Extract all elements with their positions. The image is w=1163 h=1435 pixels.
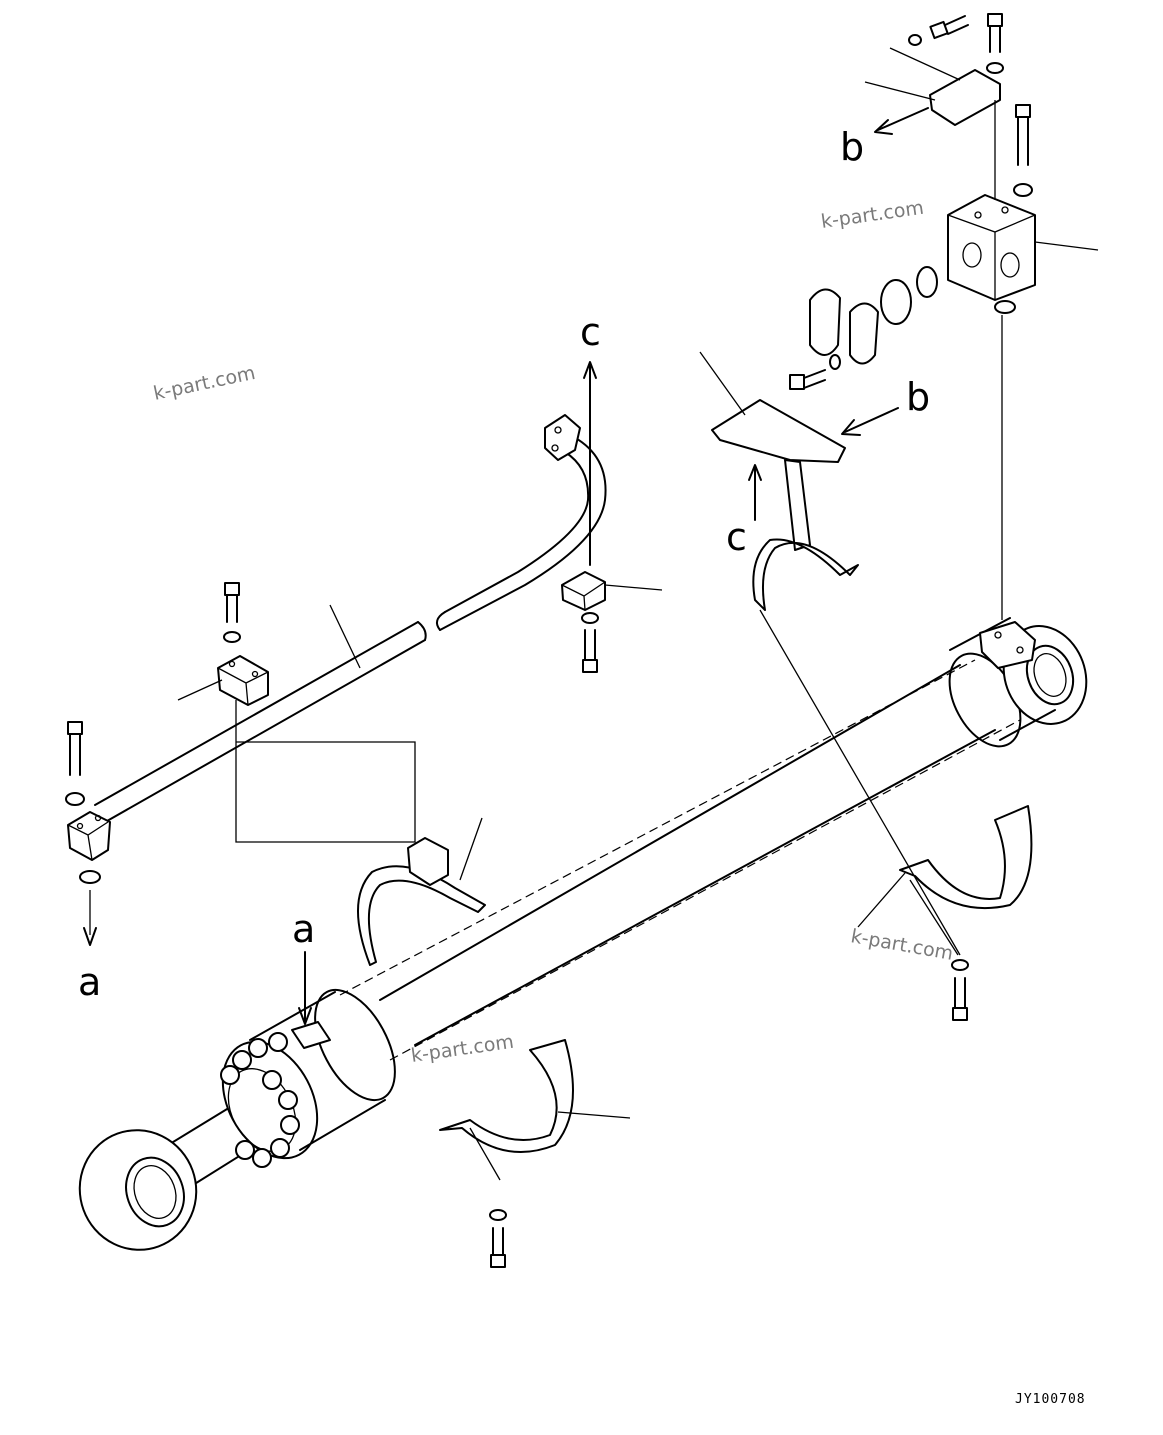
bolt-tube-left (65, 721, 101, 946)
arrow-c-top (583, 361, 597, 566)
label-b-mid: b (906, 375, 930, 419)
bolt-clamp-right (581, 612, 599, 673)
band-clamp-with-saddle (357, 817, 486, 966)
label-c-top: c (580, 310, 601, 354)
label-b-top: b (840, 125, 864, 169)
band-clamp-right (857, 805, 1033, 1021)
arrow-c-mid (748, 464, 762, 521)
split-flange (809, 266, 938, 365)
arrow-a-mid (298, 951, 312, 1025)
support-bracket (699, 351, 961, 956)
valve-block (947, 194, 1099, 620)
label-c-mid: c (726, 515, 747, 559)
label-a-mid: a (292, 907, 315, 951)
tube-clamp-left (177, 655, 269, 706)
flange-bolt (789, 354, 841, 390)
top-bracket (864, 69, 1001, 200)
arrow-b-mid (841, 407, 899, 436)
bolt-clamp-left (223, 582, 241, 643)
watermark-bottom: k-part.com (410, 1031, 516, 1067)
hydraulic-cylinder (78, 617, 1088, 1251)
tube-clamp-right (561, 571, 663, 611)
watermark-top: k-part.com (820, 197, 926, 233)
valve-block-bolt (1013, 104, 1033, 197)
top-bolt-right (986, 13, 1004, 74)
band-clamp-lower (439, 1039, 631, 1268)
arrow-b-top (874, 107, 929, 135)
gland-bolts (220, 1032, 300, 1168)
watermark-left: k-part.com (151, 362, 257, 405)
label-a-left: a (78, 960, 101, 1004)
top-bolt-left (889, 15, 969, 81)
watermark-right: k-part.com (849, 925, 955, 965)
hydraulic-tube (67, 414, 607, 861)
drawing-code: JY100708 (1015, 1392, 1086, 1407)
